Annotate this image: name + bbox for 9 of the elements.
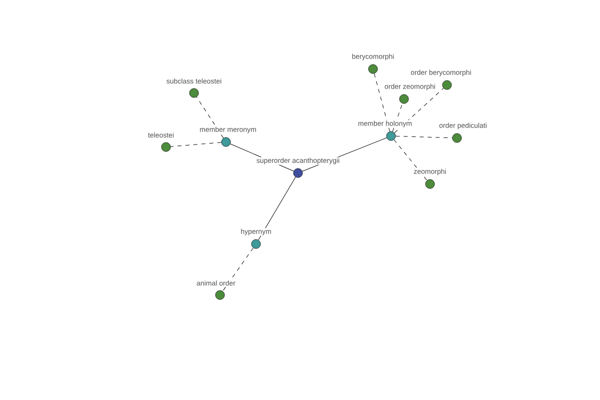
connector-line [392,103,403,132]
connector-line [394,88,444,134]
connector-line [374,73,390,132]
connector-line [222,248,254,292]
connector-line [395,136,453,138]
connector-line [196,96,224,138]
connector-line [170,142,222,147]
connector-line [394,139,428,181]
connector-line [258,176,296,240]
